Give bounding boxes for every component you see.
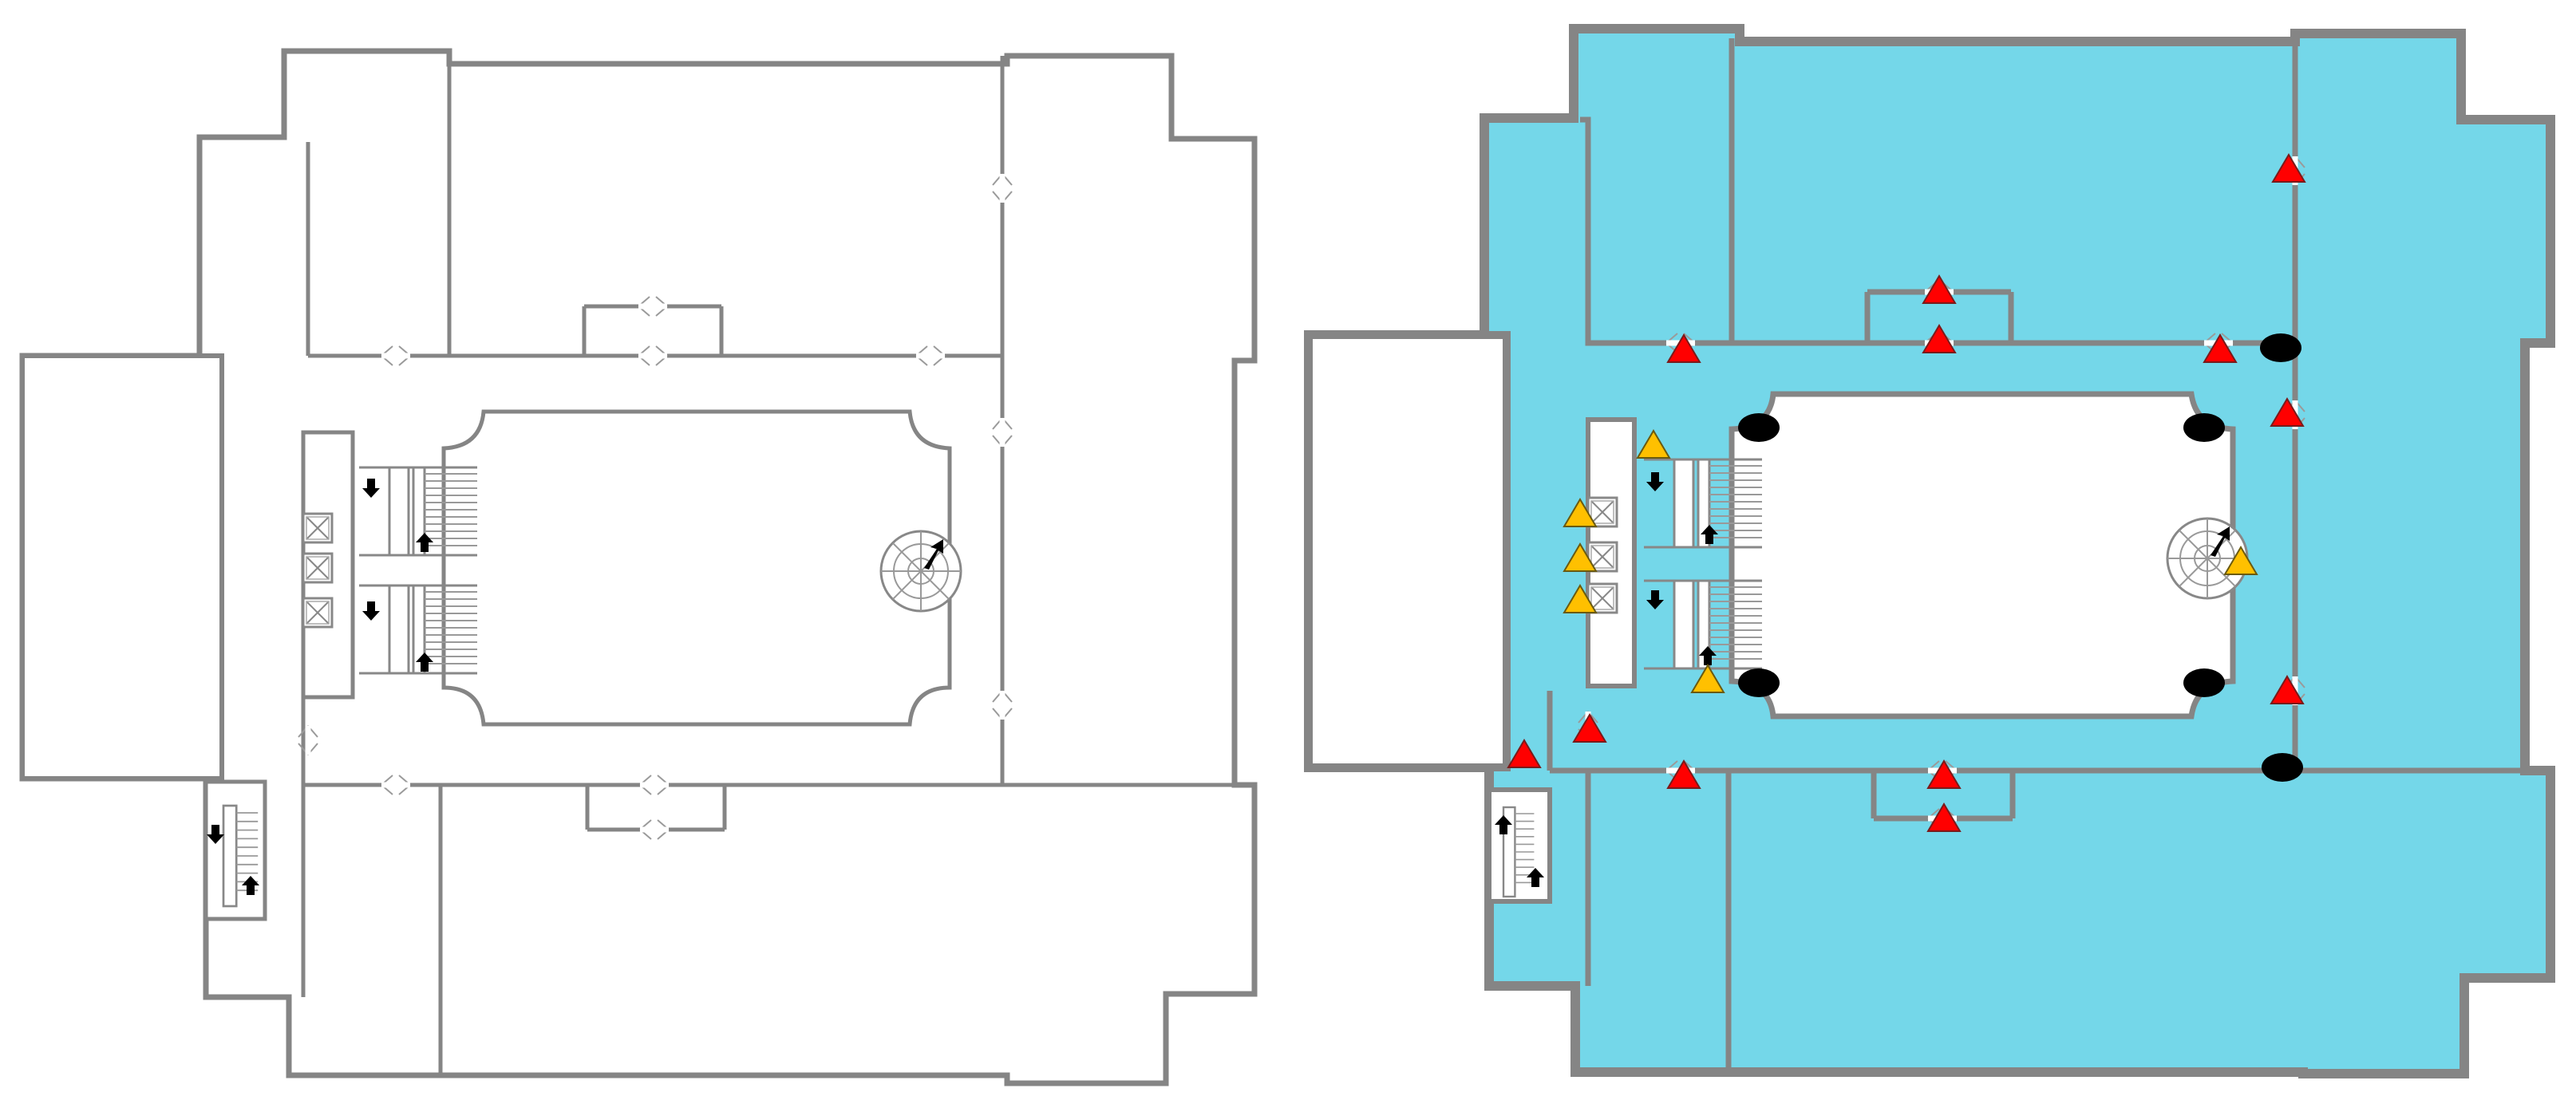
- caution-triangle-icon: [1690, 664, 1725, 693]
- warning-triangle-icon: [1926, 802, 1962, 832]
- caution-triangle-icon: [1563, 584, 1598, 613]
- oval-marker-icon: [2262, 753, 2303, 782]
- warning-triangle-icon: [1922, 324, 1957, 353]
- caution-triangle-icon: [1563, 498, 1598, 527]
- warning-triangle-icon: [1507, 739, 1542, 768]
- elevator-icon: [302, 512, 334, 544]
- caution-triangle-icon: [1563, 542, 1598, 572]
- interior-walls: [301, 56, 1254, 1075]
- oval-marker-group: [1738, 333, 2303, 782]
- spiral-staircase-icon: [879, 530, 962, 613]
- warning-triangle-icon: [1572, 713, 1607, 743]
- oval-marker-icon: [2183, 413, 2225, 442]
- warning-triangle-icon: [2271, 153, 2306, 183]
- oval-marker-icon: [2260, 333, 2301, 362]
- caution-triangle-icon: [1636, 429, 1671, 459]
- left-wing-room: [20, 353, 224, 781]
- central-atrium: [1729, 391, 2236, 720]
- floor-plan-plain: [19, 48, 1258, 1086]
- oval-marker-icon: [2183, 668, 2225, 697]
- warning-triangle-icon: [2203, 333, 2238, 363]
- warning-triangle-icon: [1666, 759, 1701, 789]
- floor-plan-annotated: [1304, 24, 2555, 1078]
- left-wing-room: [1305, 331, 1511, 771]
- warning-triangle-icon: [2270, 397, 2305, 427]
- elevator-icon: [302, 552, 334, 584]
- stairwell: [1487, 787, 1552, 904]
- warning-triangle-icon: [1922, 274, 1957, 304]
- oval-marker-icon: [1738, 668, 1780, 697]
- warning-triangle-icon: [1666, 333, 1701, 363]
- oval-marker-icon: [1738, 413, 1780, 442]
- warning-triangle-icon: [2270, 675, 2305, 704]
- caution-triangle-icon: [2223, 546, 2258, 575]
- warning-marker-group: [1507, 153, 2306, 832]
- warning-triangle-icon: [1926, 759, 1962, 789]
- caution-marker-group: [1563, 429, 2258, 693]
- central-atrium: [441, 409, 952, 727]
- elevator-icon: [302, 597, 334, 629]
